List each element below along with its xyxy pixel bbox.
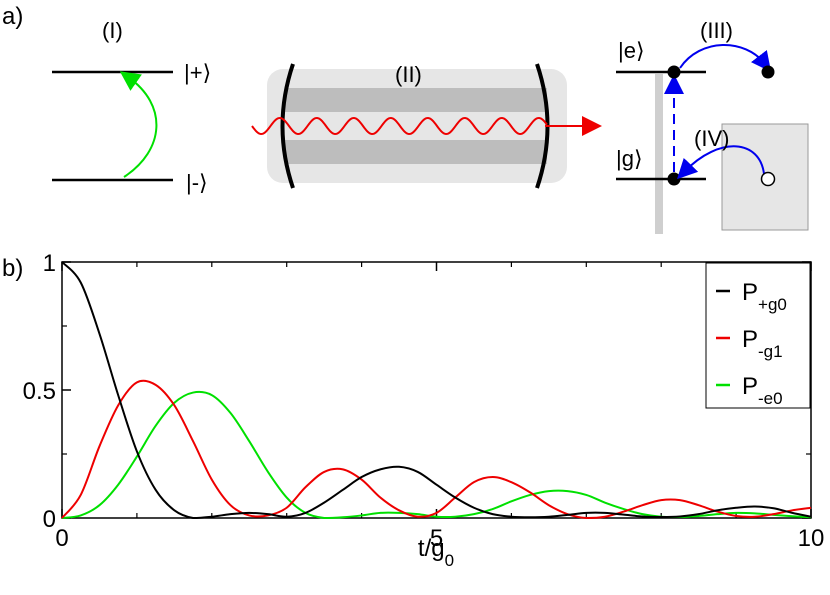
ground-state-label: |g⟩ <box>616 146 643 171</box>
y-tick-label: 0 <box>43 506 56 533</box>
refill-arrow-IV <box>677 145 765 180</box>
excited-state-label: |e⟩ <box>618 38 645 63</box>
diagram-II-label: (II) <box>395 62 422 87</box>
tick-labels: 0 5 10 0 0.5 1 <box>23 250 825 552</box>
decay-arrow-III <box>679 44 772 72</box>
panel-b-label: b) <box>2 255 23 282</box>
excitation-arrow <box>119 71 158 178</box>
decayed-electron <box>761 65 775 79</box>
plot-frame <box>61 261 812 519</box>
x-axis-label: t/g0 <box>418 535 454 570</box>
photon-wave <box>251 117 548 135</box>
ground-electron <box>667 172 681 186</box>
lower-waveguide <box>285 140 547 164</box>
panel-b: b) 0 5 10 0 0.5 1 t/g0 P+g0P-g1P-e0 <box>2 250 824 570</box>
excited-electron <box>667 65 681 79</box>
y-tick-label: 0.5 <box>23 378 56 405</box>
diagram-emitter: |e⟩ |g⟩ (III) (IV) <box>616 18 809 234</box>
panel-a-label: a) <box>2 3 23 30</box>
x-tick-label: 5 <box>430 525 443 552</box>
axis-ticks <box>61 261 812 519</box>
panel-a: a) (I) |+⟩ |-⟩ (II) |e⟩ <box>2 3 809 234</box>
diagram-I-label: (I) <box>102 18 123 43</box>
diagram-I: (I) |+⟩ |-⟩ <box>52 18 211 195</box>
lower-state-label: |-⟩ <box>186 170 208 195</box>
x-tick-label: 10 <box>798 525 825 552</box>
legend: P+g0P-g1P-e0 <box>705 262 811 409</box>
y-tick-label: 1 <box>43 250 56 277</box>
series-line-g1 <box>61 379 812 520</box>
emitter-bar <box>655 74 663 234</box>
upper-state-label: |+⟩ <box>184 60 211 85</box>
process-III-label: (III) <box>700 18 733 43</box>
series-line-g0 <box>61 261 812 520</box>
left-mirror <box>280 63 295 189</box>
series-line-e0 <box>61 390 812 520</box>
process-IV-label: (IV) <box>694 126 729 151</box>
hole <box>760 171 776 187</box>
diagram-II: (II) <box>251 62 602 189</box>
upper-waveguide <box>285 88 547 112</box>
data-series <box>61 261 812 520</box>
x-tick-label: 0 <box>55 525 68 552</box>
